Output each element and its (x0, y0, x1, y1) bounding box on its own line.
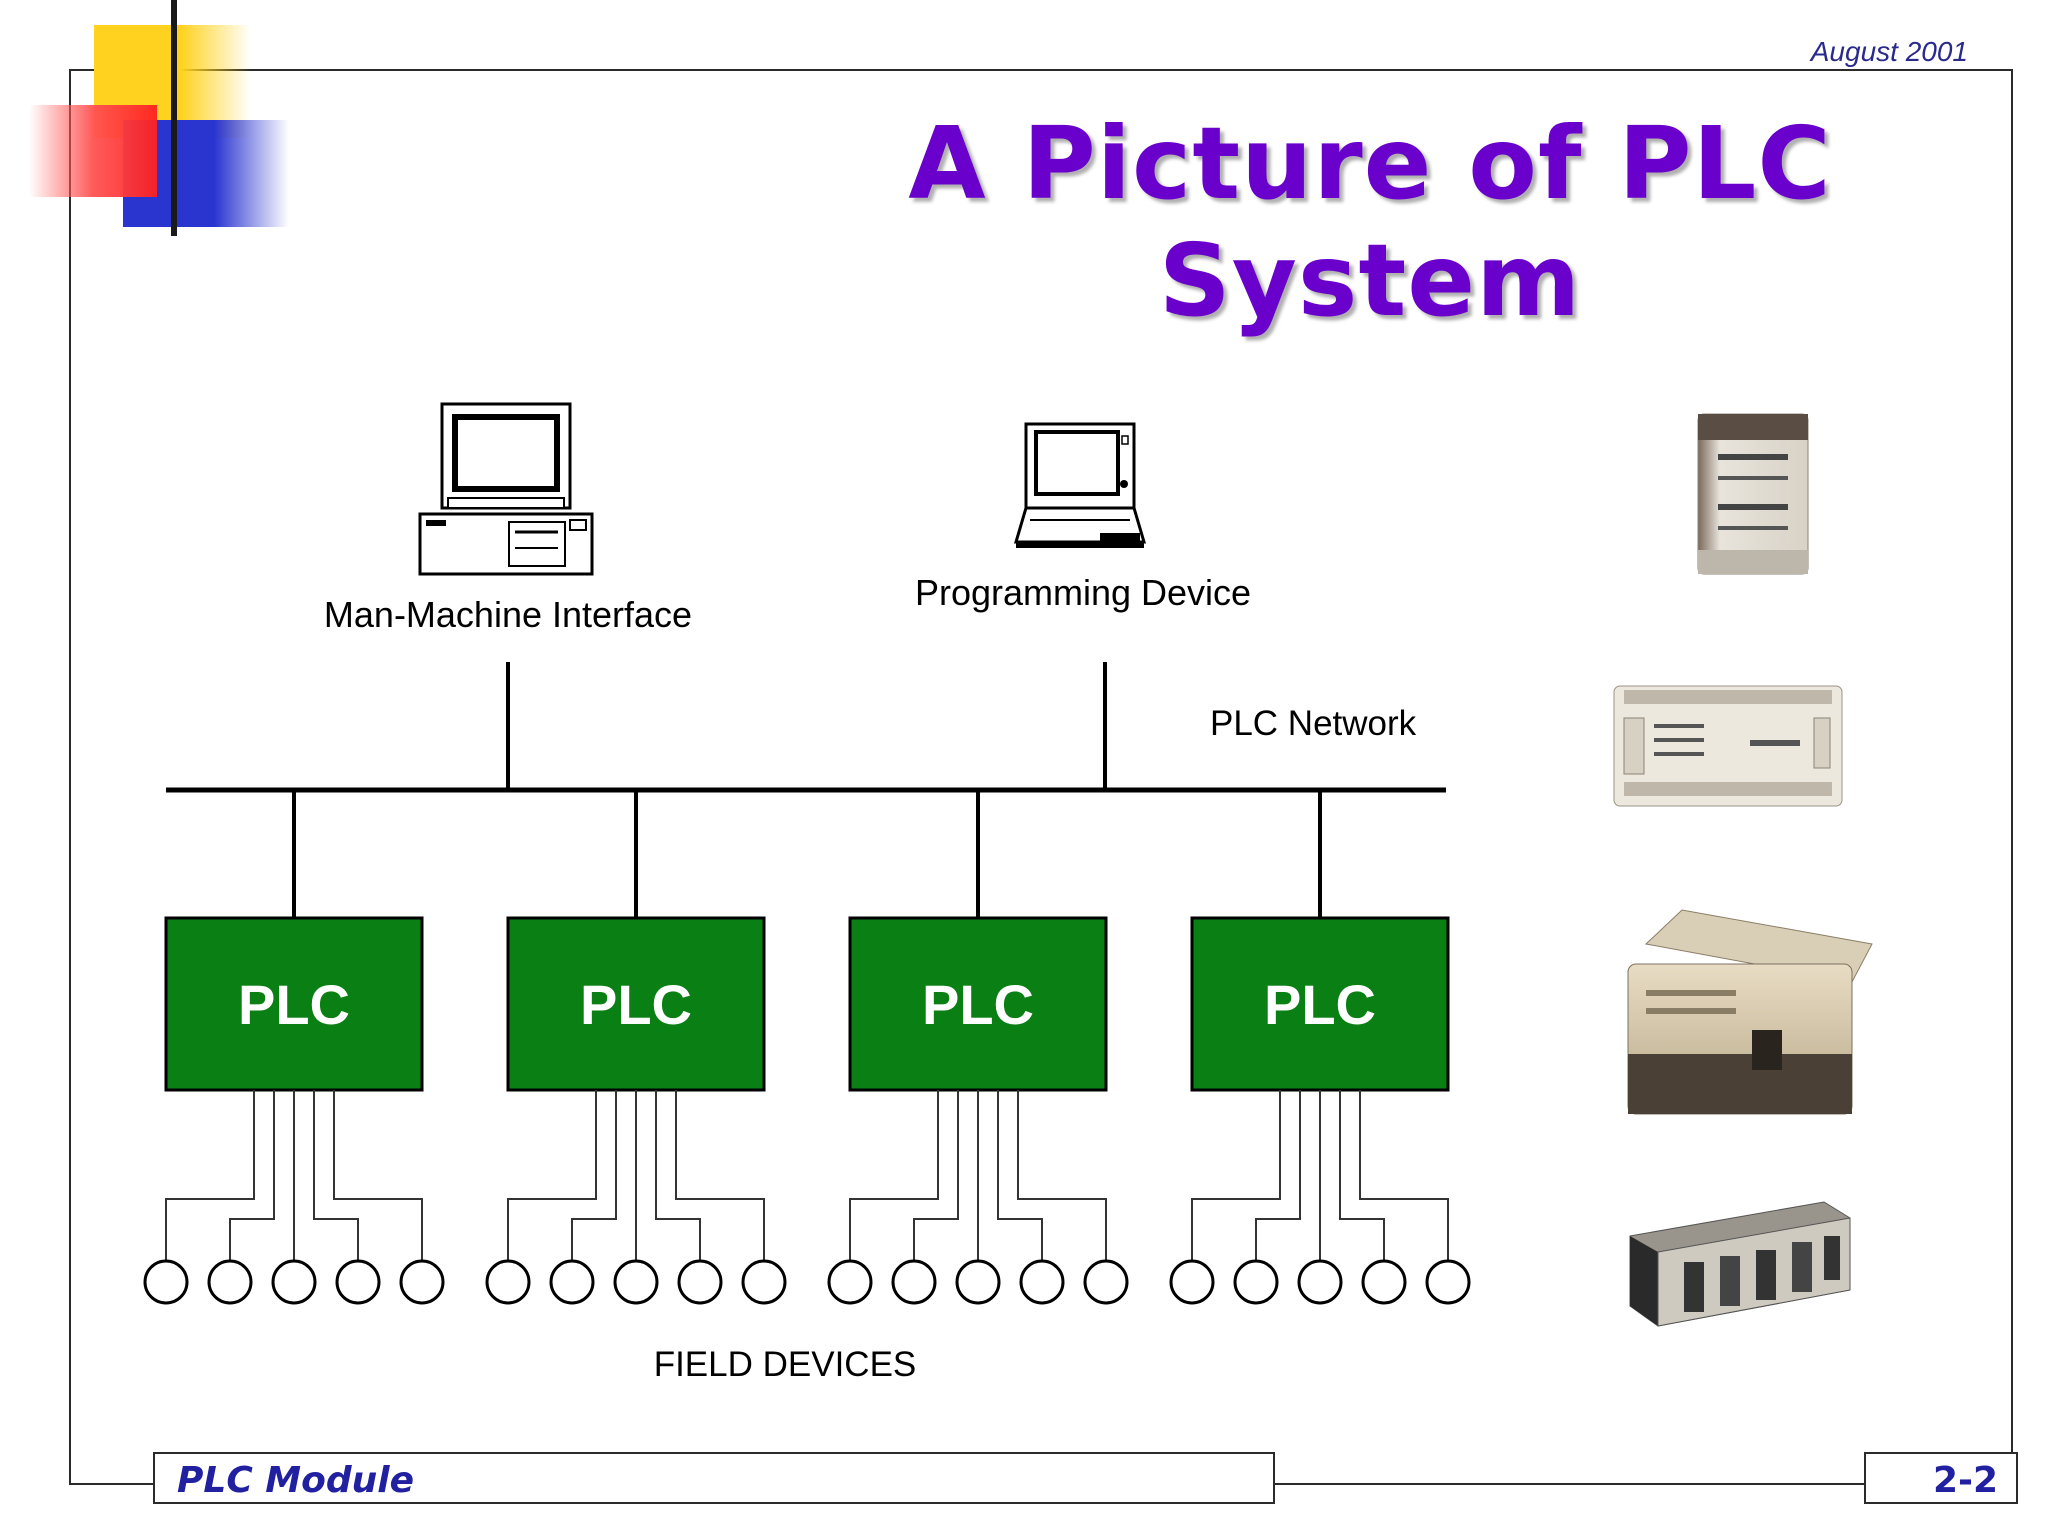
plc-block (1190, 916, 1450, 1092)
plc-photo-1 (1697, 413, 1809, 575)
field-device (891, 1259, 937, 1305)
field-device (1233, 1259, 1279, 1305)
plc-block-label: PLC (580, 973, 692, 1036)
footer-module-label: PLC Module (177, 1460, 414, 1501)
plc-photo-4 (1629, 1201, 1851, 1327)
slide-date: August 2001 (1810, 36, 1968, 67)
plc-block (164, 916, 424, 1092)
plc-block-label: PLC (1264, 973, 1376, 1036)
plc-photo-2 (1613, 685, 1843, 807)
field-device-wire (313, 1090, 359, 1261)
plc-network-label: PLC Network (1210, 704, 1417, 743)
field-device-wire (1359, 1090, 1449, 1261)
laptop-icon (1013, 422, 1147, 548)
field-device (741, 1259, 787, 1305)
field-device-wire (333, 1090, 423, 1261)
programming-device-label: Programming Device (915, 572, 1251, 613)
field-device-wire (1255, 1090, 1301, 1261)
field-device-wire (1191, 1090, 1281, 1261)
field-device (143, 1259, 189, 1305)
field-device (1083, 1259, 1129, 1305)
hmi-label: Man-Machine Interface (324, 594, 692, 635)
field-device (485, 1259, 531, 1305)
field-device (271, 1259, 317, 1305)
field-device (1169, 1259, 1215, 1305)
field-device-wire (1339, 1090, 1385, 1261)
field-device-wire (165, 1090, 255, 1261)
field-device (1361, 1259, 1407, 1305)
footer-module-box: PLC Module (153, 1452, 1275, 1504)
field-device-wire (655, 1090, 701, 1261)
field-device (335, 1259, 381, 1305)
field-device (549, 1259, 595, 1305)
field-device-wire (507, 1090, 597, 1261)
field-device (613, 1259, 659, 1305)
field-device (1297, 1259, 1343, 1305)
field-device (399, 1259, 445, 1305)
field-device-wire (571, 1090, 617, 1261)
field-device-wire (675, 1090, 765, 1261)
footer-page-box: 2-2 (1864, 1452, 2018, 1504)
field-device (677, 1259, 723, 1305)
field-device (1019, 1259, 1065, 1305)
field-device (827, 1259, 873, 1305)
field-device-wire (229, 1090, 275, 1261)
field-device (955, 1259, 1001, 1305)
field-device-wire (913, 1090, 959, 1261)
plc-block-label: PLC (922, 973, 1034, 1036)
plc-photo-3 (1627, 909, 1873, 1115)
page-number: 2-2 (1932, 1460, 1998, 1501)
field-device-wire (997, 1090, 1043, 1261)
plc-layer: PLC PLC PLC PLC (143, 790, 1471, 1305)
field-device-wire (1017, 1090, 1107, 1261)
field-device-wire (849, 1090, 939, 1261)
field-device (1425, 1259, 1471, 1305)
plc-block-label: PLC (238, 973, 350, 1036)
slide-title: A Picture of PLC System (908, 105, 1832, 339)
decor-vertical-line (171, 0, 177, 236)
desktop-computer-icon (418, 402, 594, 576)
field-devices-label: FIELD DEVICES (654, 1345, 917, 1384)
plc-block (848, 916, 1108, 1092)
plc-block (506, 916, 766, 1092)
decor-red-square (29, 105, 157, 197)
field-device (207, 1259, 253, 1305)
